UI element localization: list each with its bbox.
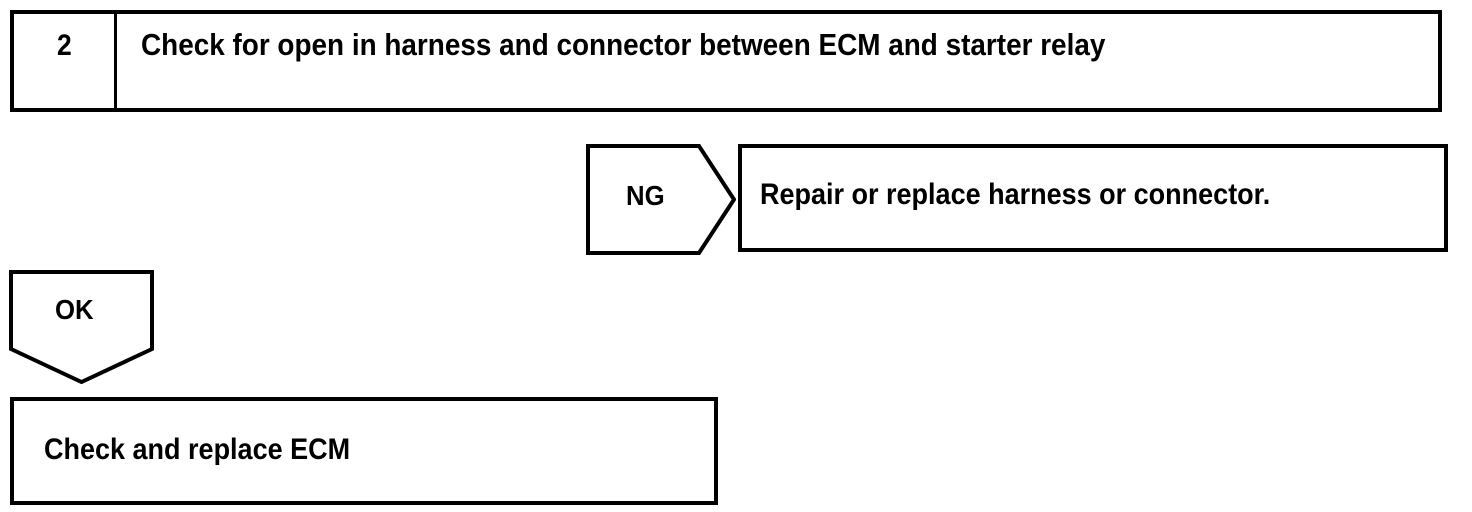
step-title-label: Check for open in harness and connector … [141, 27, 1106, 62]
ok-chevron-icon [9, 270, 154, 384]
step-number-label: 2 [56, 29, 72, 62]
ng-branch-chevron: NG [586, 144, 736, 255]
step-title-cell: Check for open in harness and connector … [117, 14, 1438, 108]
ng-outcome-label: Repair or replace harness or connector. [760, 178, 1271, 211]
ok-outcome-box: Check and replace ECM [10, 397, 718, 505]
ok-branch-chevron: OK [9, 270, 154, 384]
ng-chevron-icon [586, 144, 736, 255]
step-row: 2 Check for open in harness and connecto… [10, 10, 1442, 112]
ok-branch-label: OK [55, 294, 94, 325]
ok-outcome-label: Check and replace ECM [44, 433, 351, 466]
ng-outcome-box: Repair or replace harness or connector. [738, 144, 1448, 252]
step-number-cell: 2 [14, 14, 117, 108]
ng-branch-label: NG [626, 180, 665, 211]
